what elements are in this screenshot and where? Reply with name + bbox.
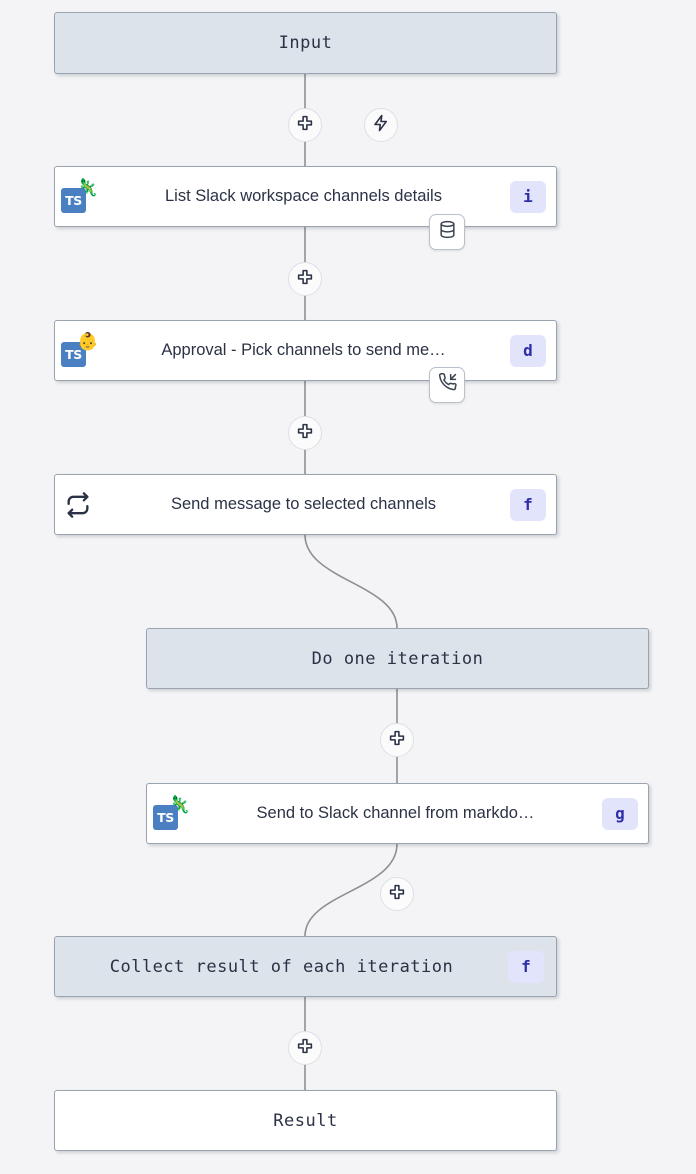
add-step-button[interactable] bbox=[288, 1031, 322, 1065]
edge-loop-to-iteration bbox=[304, 534, 398, 629]
plus-icon bbox=[388, 729, 406, 752]
plus-icon bbox=[296, 268, 314, 291]
node-badge-g[interactable]: g bbox=[602, 797, 638, 830]
phone-incoming-badge[interactable] bbox=[429, 367, 465, 403]
node-badge-d[interactable]: d bbox=[510, 334, 546, 367]
node-badge-f-loop[interactable]: f bbox=[510, 488, 546, 521]
node-input[interactable]: Input bbox=[54, 12, 557, 74]
typescript-badge-label: TS bbox=[61, 341, 86, 367]
typescript-deno-icon: TS 🦎 bbox=[147, 784, 193, 843]
add-step-button[interactable] bbox=[288, 416, 322, 450]
node-approval-pick-channels-label: Approval - Pick channels to send me… bbox=[161, 341, 446, 359]
zap-icon bbox=[372, 114, 390, 137]
node-approval-pick-channels[interactable]: TS 👶 Approval - Pick channels to send me… bbox=[54, 320, 557, 381]
node-badge-i[interactable]: i bbox=[510, 180, 546, 213]
node-send-to-slack-markdown[interactable]: TS 🦎 Send to Slack channel from markdo… … bbox=[146, 783, 649, 844]
node-list-slack-channels[interactable]: TS 🦎 List Slack workspace channels detai… bbox=[54, 166, 557, 227]
phone-incoming-icon bbox=[438, 373, 457, 397]
node-result-label: Result bbox=[273, 1110, 338, 1131]
loop-repeat-icon bbox=[55, 475, 101, 534]
deno-icon: 🦎 bbox=[169, 794, 191, 814]
node-do-one-iteration[interactable]: Do one iteration bbox=[146, 628, 649, 689]
add-step-button[interactable] bbox=[380, 723, 414, 757]
plus-icon bbox=[388, 883, 406, 906]
node-send-to-slack-markdown-label: Send to Slack channel from markdo… bbox=[256, 804, 535, 822]
database-badge[interactable] bbox=[429, 214, 465, 250]
plus-icon bbox=[296, 114, 314, 137]
node-send-message-loop[interactable]: Send message to selected channels f bbox=[54, 474, 557, 535]
add-step-button[interactable] bbox=[288, 108, 322, 142]
add-step-button[interactable] bbox=[288, 262, 322, 296]
plus-icon bbox=[296, 422, 314, 445]
node-badge-f-collect[interactable]: f bbox=[508, 950, 544, 983]
add-trigger-button[interactable] bbox=[364, 108, 398, 142]
baby-face-icon: 👶 bbox=[77, 331, 99, 351]
node-collect-result[interactable]: Collect result of each iteration f bbox=[54, 936, 557, 997]
plus-icon bbox=[296, 1037, 314, 1060]
typescript-deno-icon: TS 🦎 bbox=[55, 167, 101, 226]
node-list-slack-channels-label: List Slack workspace channels details bbox=[165, 187, 442, 205]
node-input-label: Input bbox=[278, 33, 333, 53]
add-step-button[interactable] bbox=[380, 877, 414, 911]
typescript-baby-icon: TS 👶 bbox=[55, 321, 101, 380]
node-send-message-loop-label: Send message to selected channels bbox=[170, 495, 437, 513]
deno-icon: 🦎 bbox=[77, 177, 99, 197]
typescript-badge-label: TS bbox=[61, 187, 86, 213]
typescript-badge-label: TS bbox=[153, 804, 178, 830]
node-do-one-iteration-label: Do one iteration bbox=[311, 648, 484, 669]
node-collect-result-label: Collect result of each iteration bbox=[109, 956, 454, 977]
node-result[interactable]: Result bbox=[54, 1090, 557, 1151]
database-icon bbox=[438, 220, 457, 244]
